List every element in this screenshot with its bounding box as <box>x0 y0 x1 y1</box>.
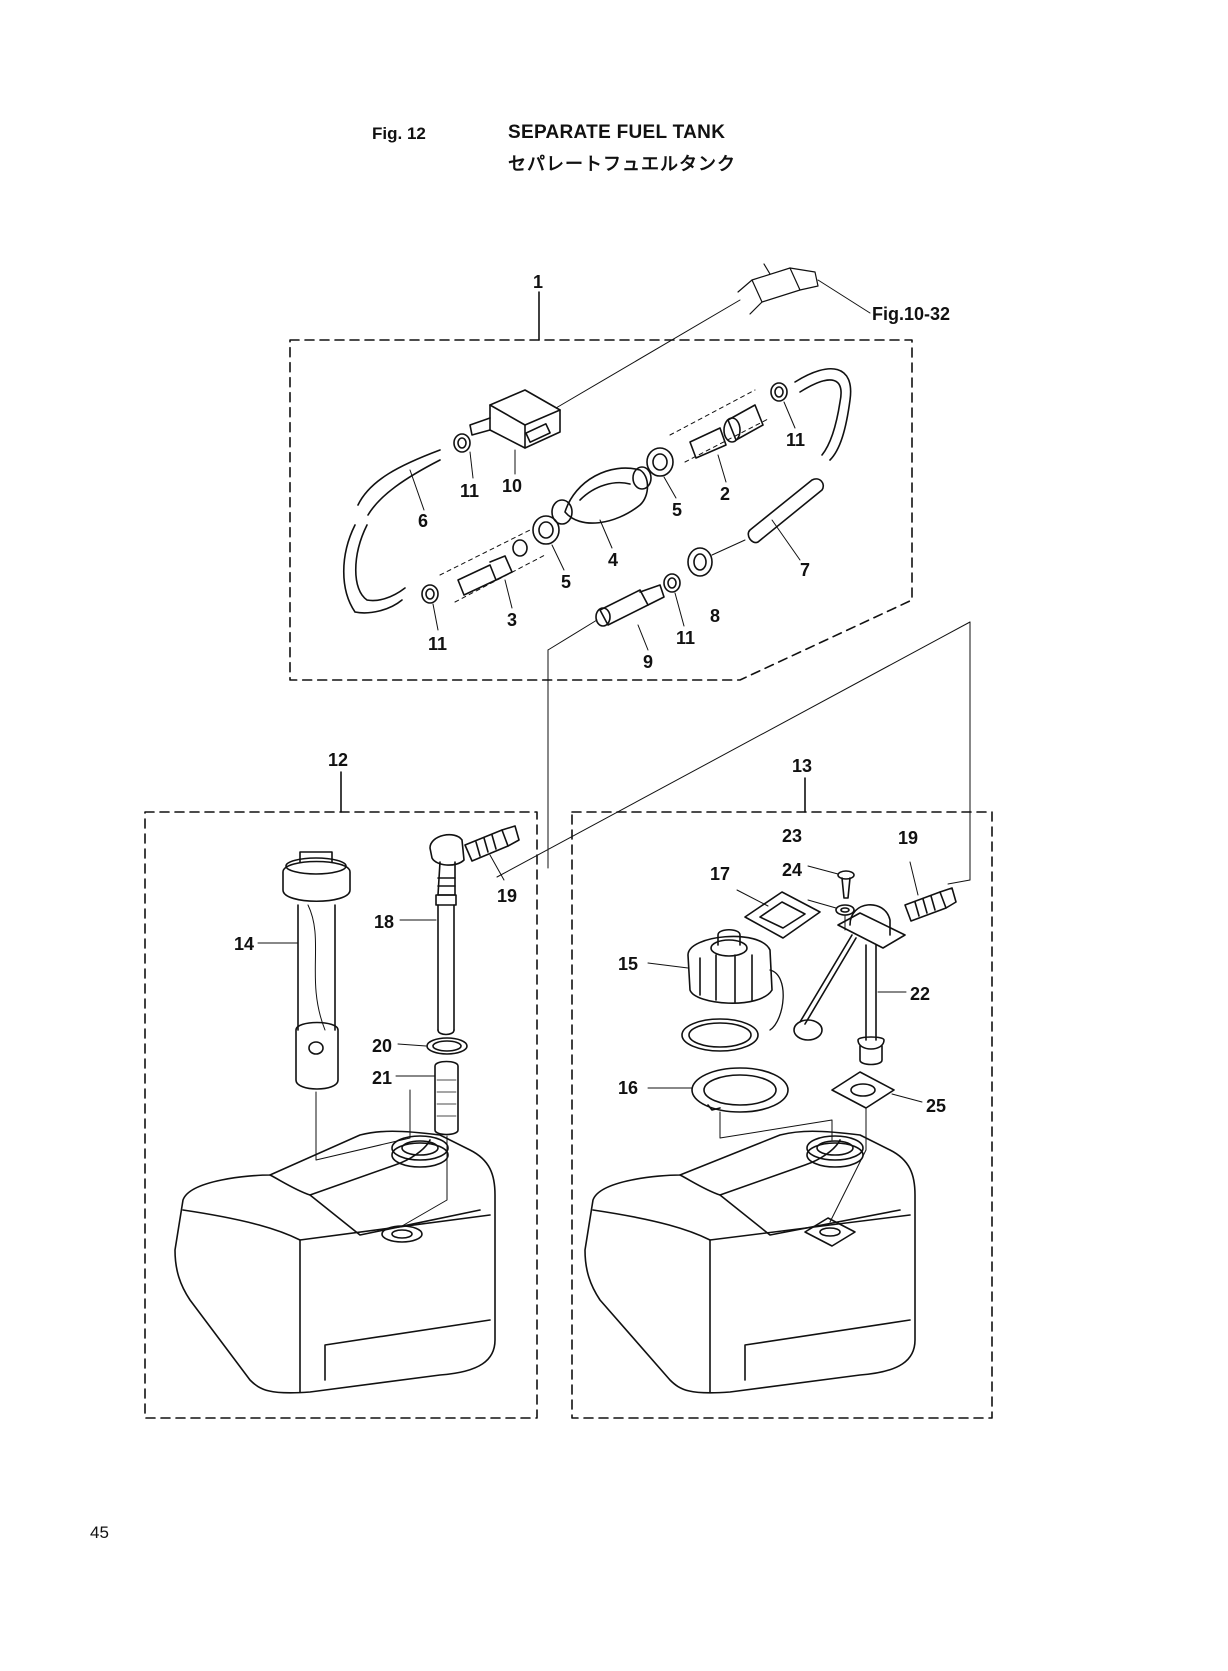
figure-title-japanese: セパレートフュエルタンク <box>508 154 736 175</box>
link-25-to-tank <box>829 1107 867 1223</box>
connector-block-10 <box>469 389 561 449</box>
fuel-hose-6 <box>342 449 441 614</box>
screw-23 <box>837 870 855 899</box>
o-ring-20 <box>426 1037 468 1055</box>
fuel-cap-15 <box>687 928 784 1031</box>
fitting-2 <box>669 389 771 463</box>
leader-3 <box>504 579 513 609</box>
callout-13: 13 <box>792 756 812 776</box>
link-right-to-19 <box>496 621 971 878</box>
ring-11-b <box>421 584 439 604</box>
callout-15: 15 <box>618 954 638 974</box>
leader-9 <box>637 624 649 651</box>
callout-19-left: 19 <box>497 886 517 906</box>
filter-21 <box>434 1060 459 1136</box>
link-21-to-tank <box>401 1135 448 1227</box>
gasket-17 <box>744 891 821 939</box>
gauge-pickup-22 <box>793 904 906 1066</box>
figure-number: Fig. 12 <box>372 124 426 143</box>
callout-1: 1 <box>533 272 543 292</box>
callout-11-a: 11 <box>460 481 479 501</box>
leader-fig10-32 <box>817 279 871 314</box>
link-9-to-tank12 <box>547 619 598 651</box>
callout-2: 2 <box>720 484 730 504</box>
callout-12: 12 <box>328 750 348 770</box>
callout-10: 10 <box>502 476 522 496</box>
figure-title-english: SEPARATE FUEL TANK <box>508 122 726 143</box>
fitting-9 <box>595 584 665 627</box>
fitting-3 <box>439 529 546 603</box>
leader-4 <box>599 519 613 549</box>
cap-o-ring <box>681 1018 759 1052</box>
reference-fig10-32: Fig.10-32 <box>872 304 950 324</box>
leader-19-left <box>489 854 505 881</box>
tank-assembly-13-boundary <box>571 811 993 1419</box>
callout-19-right: 19 <box>898 828 918 848</box>
callout-25: 25 <box>926 1096 946 1116</box>
fuel-line-assembly-boundary <box>289 339 913 681</box>
ring-11-d <box>770 382 788 402</box>
engine-fuel-connector <box>737 263 819 315</box>
callout-11-c: 11 <box>676 628 695 648</box>
fitting-19-right <box>904 887 957 922</box>
callout-22: 22 <box>910 984 930 1004</box>
leader-6 <box>409 469 425 511</box>
gasket-25 <box>831 1071 895 1109</box>
callout-17: 17 <box>710 864 730 884</box>
tank-assembly-12-boundary <box>144 811 538 1419</box>
callout-20: 20 <box>372 1036 392 1056</box>
ring-5-a <box>532 515 560 545</box>
fuel-tank-13 <box>584 1130 916 1394</box>
retaining-ring-16 <box>691 1067 789 1113</box>
callout-8: 8 <box>710 606 720 626</box>
link-14-to-tank <box>315 1089 411 1161</box>
ring-5-b <box>646 447 674 477</box>
primer-bulb-4 <box>551 466 652 525</box>
connector-to-10-line <box>555 299 741 409</box>
page-number: 45 <box>90 1523 109 1542</box>
callout-9: 9 <box>643 652 653 672</box>
callout-11-b: 11 <box>428 634 447 654</box>
leader-7 <box>771 519 801 561</box>
callout-6: 6 <box>418 511 428 531</box>
ring-8 <box>687 547 713 577</box>
callout-5-upper: 5 <box>672 500 682 520</box>
callout-21: 21 <box>372 1068 392 1088</box>
callout-11-d: 11 <box>786 430 805 450</box>
elbow-fitting-18 <box>429 833 465 1036</box>
ring-11-a <box>453 433 471 453</box>
callout-16: 16 <box>618 1078 638 1098</box>
callout-24: 24 <box>782 860 802 880</box>
leader-2 <box>717 454 727 483</box>
fitting-19-left <box>464 825 520 862</box>
callout-3: 3 <box>507 610 517 630</box>
gauge-tube-14 <box>282 851 351 1090</box>
callout-5-lower: 5 <box>561 572 571 592</box>
fuel-hose-7 <box>747 368 852 544</box>
callout-14: 14 <box>234 934 254 954</box>
callout-7: 7 <box>800 560 810 580</box>
callout-23: 23 <box>782 826 802 846</box>
washer-24 <box>835 904 855 916</box>
link-16-to-tank <box>719 1111 833 1141</box>
callout-4: 4 <box>608 550 618 570</box>
ring-11-c <box>663 573 681 593</box>
callout-18: 18 <box>374 912 394 932</box>
